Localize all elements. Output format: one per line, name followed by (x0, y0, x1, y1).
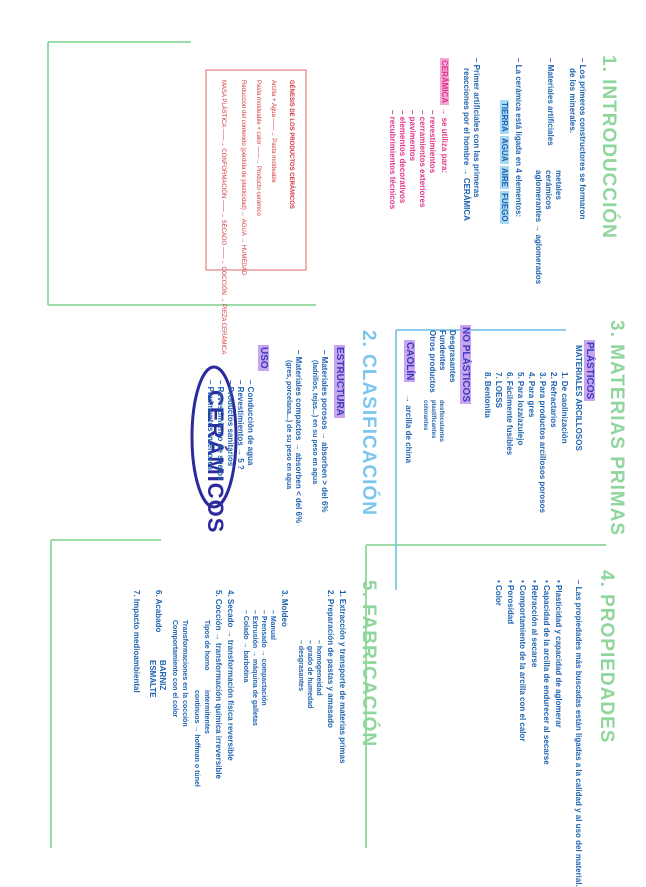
use-4: – elementos decorativos (398, 110, 407, 204)
materia-7: 7. LOESS (494, 372, 503, 409)
element-fuego: FUEGO (500, 191, 509, 224)
coccion-note-2: Comportamiento con el color (171, 620, 178, 718)
fab-step-6: 6. Acabado (154, 590, 163, 633)
intro-metales: metales (554, 170, 563, 200)
uso-2: – Revestimientos → 5 ? (236, 380, 245, 470)
prop-3: • Retracción al secarse (530, 580, 539, 668)
prep-3: – desgrasantes (297, 640, 304, 691)
intro-line-4b: reacciones por el hombre → CERÁMICA (462, 68, 471, 221)
element-tierra: TIERRA (500, 100, 509, 134)
genesis-title: GÉNESIS DE LOS PRODUCTOS CERÁMICOS (288, 80, 294, 209)
prop-intro: – Las propiedades más buscadas están lig… (574, 580, 583, 887)
moldeo-3: – Extrusión → máquina de galletas (251, 610, 258, 726)
uso-3: – Productos sanitarios (226, 380, 235, 467)
plasticos-label: PLÁSTICOS (584, 340, 595, 402)
materia-8: 8. Bentonita (483, 372, 492, 418)
materia-1: 1. De caolinización (560, 372, 569, 444)
moldeo-2: – Prensado → compactación (260, 610, 267, 706)
no-plasticos-label: NO PLÁSTICOS (460, 325, 471, 405)
moldeo-4: – Colado → barbotina (242, 610, 249, 683)
prop-4: • Comportamiento de la arcilla con el ca… (518, 580, 527, 742)
fab-step-7: 7. Impacto medioambiental (132, 590, 141, 693)
moldeo-1: – Manual (269, 610, 276, 640)
uso-1: – Conducción de agua (246, 380, 255, 466)
acabado-1: BARNIZ (158, 660, 167, 691)
caolin-desc: → arcilla de china (404, 395, 413, 464)
connector-lines (47, 41, 606, 848)
fab-step-4: 4. Secado → transformación física revers… (226, 590, 235, 761)
fab-step-3: 3. Moldeo (280, 590, 289, 627)
materia-6: 6. Fácilmente fusibles (505, 372, 514, 456)
prop-5: • Porosidad (506, 580, 515, 625)
clasificacion-heading: 2. CLASIFICACIÓN (358, 330, 379, 516)
genesis-row-2: Pasta moldeable + calor ——→ Producto cer… (255, 80, 261, 216)
element-aire: AIRE (500, 165, 509, 189)
genesis-box (205, 69, 307, 271)
np-1: Desgrasantes (448, 330, 457, 383)
estructura-1: – Materiales porosos → absorben > del 6% (320, 350, 329, 513)
materia-3: 3. Para productos arcillosos porosos (538, 372, 547, 513)
mind-map-sheet: CERÁMICOS 1. INTRODUCCIÓN – Los primeros… (47, 41, 627, 887)
estructura-2: – Materiales compactos → absorben < del … (294, 350, 303, 524)
fab-step-5: 5. Cocción → transformación química irre… (214, 590, 223, 779)
np-2: Fundentes (438, 330, 447, 371)
np-3: Otros productos (428, 330, 437, 393)
ceramica-label: CERÁMICA (440, 58, 449, 106)
title-cloud (190, 365, 238, 509)
plasticos-sub: MATERIALES ARCILLOSOS (574, 345, 583, 451)
use-2: – cerramientos exteriores (418, 110, 427, 208)
intro-ceramica-uses: CERÁMICA → se utiliza para: (440, 58, 449, 174)
fab-step-2: 2. Preparación de pastas y amasado (326, 590, 335, 728)
use-1: – revestimientos (428, 110, 437, 174)
np-side-1: desfloculantes (438, 400, 444, 443)
uso-4: – Revestimiento de suelos (216, 380, 225, 481)
materia-4: 4. Para gres (527, 372, 536, 418)
intro-line-2: – Materiales artificiales (546, 58, 555, 146)
intro-line-1: – Los primeros constructores se formaron (578, 58, 587, 220)
genesis-row-4: MASA PLÁSTICA ——→ CONFORMACIÓN ——→ SECAD… (220, 80, 226, 355)
estructura-1b: (ladrillos, tejas...) en su peso en agua (311, 360, 318, 485)
materia-5: 5. Para loza/azulejo (516, 372, 525, 446)
estructura-2b: (gres, porcelana...) de su peso en agua (285, 360, 292, 490)
prop-1: • Plasticidad y capacidad de aglomerar (554, 580, 563, 728)
caolin-label: CAOLÍN (404, 340, 415, 383)
intro-heading: 1. INTRODUCCIÓN (598, 55, 619, 239)
coccion-note: Transformaciones en la cocción (181, 620, 188, 727)
fab-step-1: 1. Extracción y transporte de materias p… (338, 590, 347, 764)
prep-2: – grado de humedad (306, 640, 313, 709)
fabricacion-heading: 5. FABRICACIÓN (358, 580, 379, 748)
estructura-label: ESTRUCTURA (334, 345, 345, 418)
genesis-row-3: Reducción del contenido (pérdida de plas… (240, 80, 246, 276)
element-agua: AGUA (500, 136, 509, 164)
intro-elements: TIERRA AGUA AIRE FUEGO (500, 100, 509, 224)
coccion-3: continuos → hoffman o túnel (193, 690, 200, 787)
uso-5: – Pavimentos interiores (206, 380, 215, 471)
np-side-3: colorantes (422, 400, 428, 431)
use-3: – pavimentos (408, 110, 417, 162)
use-5: – recubrimientos técnicos (388, 110, 397, 210)
uses-arrow: → se utiliza para: (440, 107, 449, 174)
coccion-1: Tipos de horno (203, 620, 210, 671)
prop-2: • Capacidad de la arcilla de endurecer a… (542, 580, 551, 765)
np-side-2: plastificantes (430, 400, 436, 439)
materias-heading: 3. MATERIAS PRIMAS (606, 320, 627, 537)
intro-line-3: – La cerámica está ligada en 4 elementos… (514, 58, 523, 218)
intro-line-4: – Primer artificiales con las primeras (472, 58, 481, 198)
intro-line-1b: de los minerales. (568, 68, 577, 133)
intro-ceramicos: cerámicos (544, 170, 553, 210)
materia-2: 2. Refractarios (549, 372, 558, 428)
coccion-2: intermitentes (203, 690, 210, 734)
genesis-row-1: Arcilla + Agua ——→ Pasta moldeable (270, 80, 276, 183)
acabado-2: ESMALTE (148, 660, 157, 698)
intro-aglomerantes: aglomerantes → aglomerados (534, 170, 543, 285)
uso-label: USO (258, 345, 269, 371)
prep-1: – homogeneidad (315, 640, 322, 696)
propiedades-heading: 4. PROPIEDADES (596, 570, 617, 744)
prop-6: • Color (494, 580, 503, 606)
